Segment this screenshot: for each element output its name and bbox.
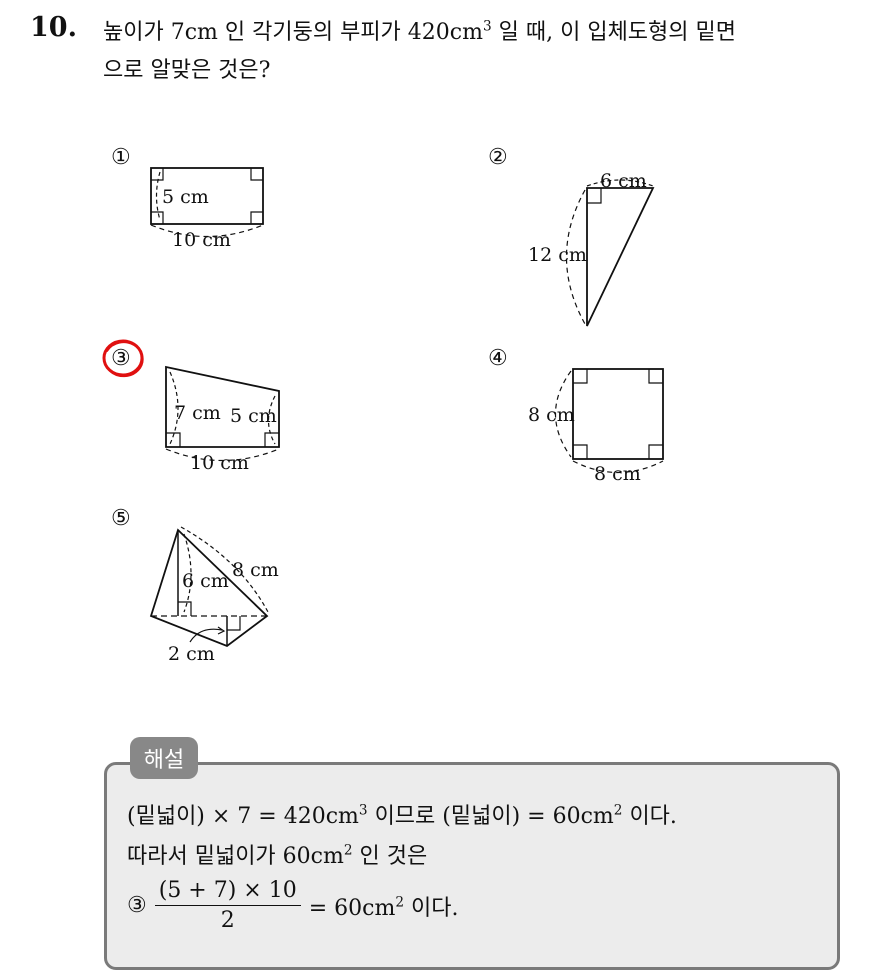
choice-1[interactable]: ①: [111, 145, 131, 170]
fig2-top-label: 6 cm: [600, 170, 647, 192]
fig4-side-label: 8 cm: [528, 404, 575, 426]
explanation-line-2: 따라서 밑넓이가 60cm2 인 것은: [127, 842, 428, 869]
fig1-rectangle: [150, 167, 264, 225]
fig3-right-label: 5 cm: [230, 405, 277, 427]
fig1-base-label: 10 cm: [172, 229, 231, 251]
explanation-choice-marker: ③: [127, 893, 147, 918]
choice-3[interactable]: ③: [111, 346, 131, 371]
explanation-box: [104, 762, 840, 970]
fig3-trapezoid: [165, 365, 280, 448]
explanation-fraction: (5 + 7) × 10 2: [154, 878, 301, 933]
figure-4: 8 cm 8 cm: [528, 368, 664, 485]
answer-circle-mark: [102, 339, 144, 378]
fraction-numerator: (5 + 7) × 10: [154, 878, 301, 906]
figure-5: 6 cm 8 cm 2 cm: [149, 526, 279, 665]
figure-2: 6 cm 12 cm: [528, 170, 655, 327]
question-line-2: 으로 알맞은 것은?: [103, 58, 271, 83]
fig4-square: [572, 368, 664, 460]
fig5-base-label: 2 cm: [168, 643, 215, 665]
explanation-line-3: ③ (5 + 7) × 10 2 = 60cm2 이다.: [127, 878, 459, 933]
fig3-base-label: 10 cm: [190, 452, 249, 474]
fig2-side-label: 12 cm: [528, 244, 587, 266]
fig5-slant-label: 8 cm: [232, 559, 279, 581]
fraction-denominator: 2: [220, 908, 235, 933]
explanation-tag: 해설: [130, 737, 198, 779]
fig3-left-label: 7 cm: [174, 402, 221, 424]
choice-5[interactable]: ⑤: [111, 506, 131, 531]
choice-figures: 5 cm 10 cm 6 cm 12 cm 7 cm 5 cm 10 cm 8 …: [102, 167, 664, 665]
figure-3: 7 cm 5 cm 10 cm: [165, 365, 280, 474]
choice-4[interactable]: ④: [488, 346, 508, 371]
question-number: 10.: [30, 12, 77, 43]
fig4-base-label: 8 cm: [594, 463, 641, 485]
explanation-line-1: (밑넓이) × 7 = 420cm3 이므로 (밑넓이) = 60cm2 이다.: [127, 802, 677, 829]
question-line-1: 높이가 7cm 인 각기둥의 부피가 420cm3 일 때, 이 입체도형의 밑…: [103, 18, 737, 45]
choice-2[interactable]: ②: [488, 145, 508, 170]
fig2-triangle: [586, 187, 655, 327]
fig5-height-label: 6 cm: [182, 570, 229, 592]
fig1-height-label: 5 cm: [162, 186, 209, 208]
figure-1: 5 cm 10 cm: [150, 167, 264, 251]
